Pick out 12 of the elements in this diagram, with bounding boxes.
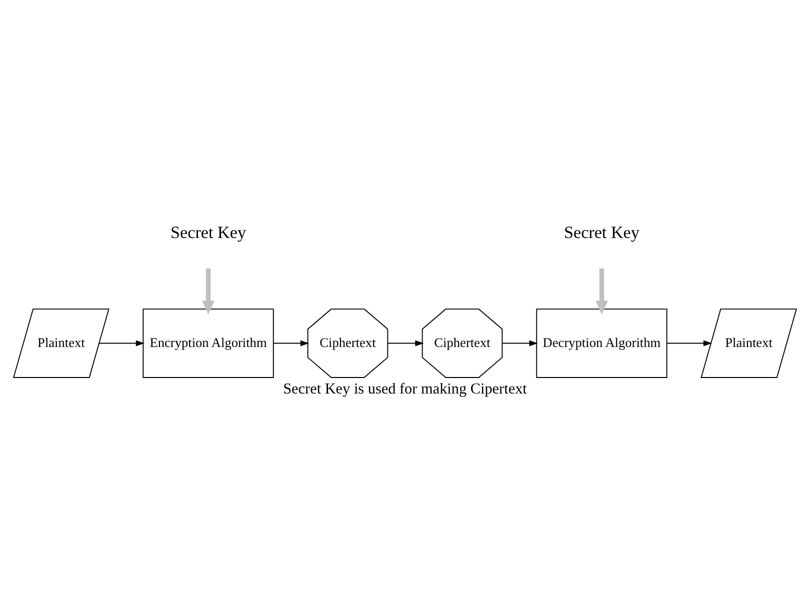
node-text: Secret Key xyxy=(564,223,640,242)
node-box: Encryption Algorithm xyxy=(142,308,274,378)
arrow xyxy=(273,340,310,346)
arrow xyxy=(596,268,608,315)
node-text: Secret Key xyxy=(170,223,246,242)
caption: Secret Key is used for making Cipertext xyxy=(283,380,527,398)
arrow xyxy=(202,268,214,315)
arrow xyxy=(666,340,712,346)
node-box: Decryption Algorithm xyxy=(536,308,668,378)
arrow xyxy=(98,340,144,346)
arrow xyxy=(387,340,424,346)
arrow xyxy=(502,340,538,346)
